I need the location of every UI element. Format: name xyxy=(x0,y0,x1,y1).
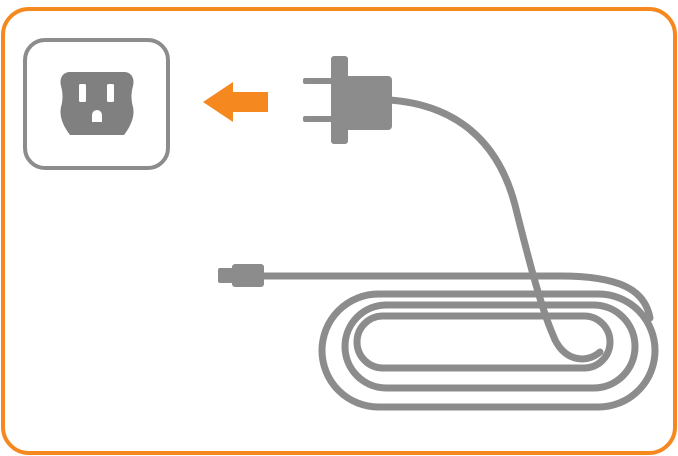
outlet-slot-left xyxy=(79,84,86,102)
connector-body xyxy=(232,264,264,287)
outlet-face xyxy=(60,72,133,135)
wall-outlet-icon xyxy=(25,40,168,168)
outlet-slot-right xyxy=(107,84,114,102)
plug-prong-bottom xyxy=(303,116,335,122)
outlet-ground-hole xyxy=(92,110,102,122)
plug-body xyxy=(344,76,392,130)
plug-prong-top xyxy=(303,78,335,84)
